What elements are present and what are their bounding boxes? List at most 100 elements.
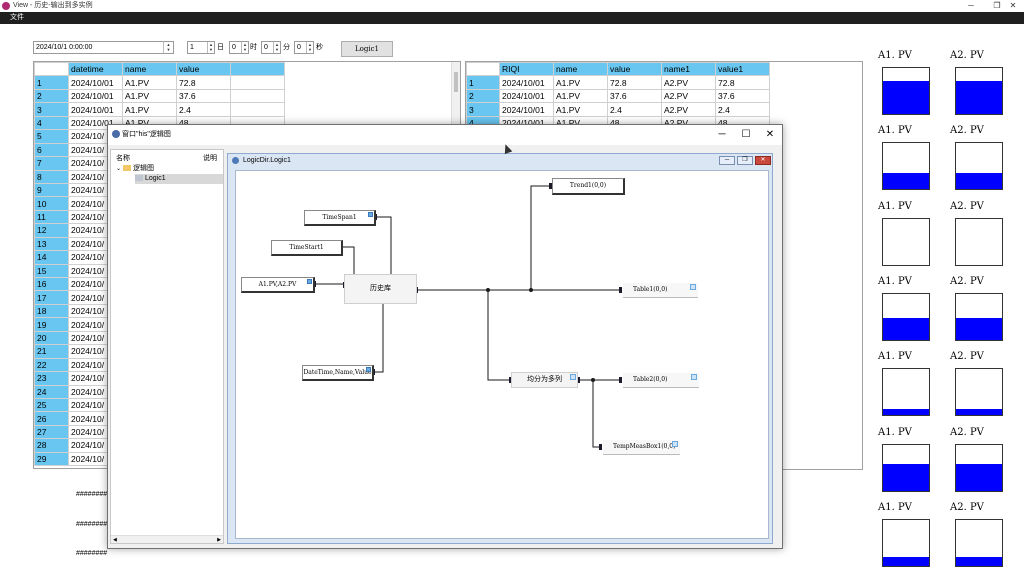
tag-icon bbox=[307, 279, 312, 284]
node-tempmeasbox[interactable]: TempMeasBox1(0,0) bbox=[603, 440, 680, 455]
editor-title-bar[interactable]: LogicDir.Logic1 ─ ❐ ✕ bbox=[228, 154, 772, 168]
node-tags[interactable]: A1.PV,A2.PV bbox=[241, 277, 315, 293]
level-gauge bbox=[955, 67, 1003, 115]
clock-icon bbox=[368, 212, 373, 217]
datetime-picker[interactable]: 2024/10/1 0:00:00 bbox=[33, 41, 174, 54]
dialog-title: 窗口"his"逻辑图 bbox=[122, 131, 171, 138]
minutes-stepper[interactable]: 0▲▼ bbox=[261, 41, 281, 54]
box-icon bbox=[672, 441, 678, 447]
minimize-icon[interactable]: ─ bbox=[968, 1, 974, 10]
editor-close-icon[interactable]: ✕ bbox=[755, 156, 771, 165]
node-history-label: 历史库 bbox=[370, 285, 391, 292]
row-number: 23 bbox=[34, 371, 69, 386]
col-header-value[interactable]: value bbox=[176, 62, 231, 77]
cell-value: 2.4 bbox=[176, 102, 231, 117]
row-number: 24 bbox=[34, 384, 69, 399]
dialog-close-icon[interactable]: ✕ bbox=[765, 129, 775, 140]
logic1-button[interactable]: Logic1 bbox=[341, 41, 393, 57]
row-number: 10 bbox=[34, 196, 69, 211]
row-number: 25 bbox=[34, 397, 69, 413]
dialog-maximize-icon[interactable]: ☐ bbox=[741, 129, 751, 140]
gauge-label: A1. PV bbox=[878, 125, 912, 136]
hash-cell: ######## bbox=[76, 491, 108, 498]
dialog-title-bar[interactable]: 窗口"his"逻辑图 ─ ☐ ✕ bbox=[108, 125, 782, 145]
gauge-label: A2. PV bbox=[950, 351, 984, 362]
menu-file[interactable]: 文件 bbox=[10, 14, 24, 21]
row-number: 1 bbox=[466, 75, 500, 90]
seconds-value: 0 bbox=[297, 44, 301, 51]
cell-name1: A2.PV bbox=[661, 88, 716, 104]
col-header-riqi[interactable]: RIQI bbox=[499, 62, 554, 77]
node-history[interactable]: 历史库 bbox=[344, 274, 417, 304]
tree-horizontal-scrollbar[interactable]: ◀▶ bbox=[111, 535, 223, 543]
editor-minimize-icon[interactable]: ─ bbox=[719, 156, 735, 165]
node-tempmeasbox-label: TempMeasBox1(0,0) bbox=[613, 443, 676, 450]
logic-canvas[interactable]: TimeSpan1 TimeStart1 A1.PV,A2.PV 历史库 Dat… bbox=[235, 170, 769, 539]
level-gauge bbox=[955, 293, 1003, 341]
minutes-value: 0 bbox=[264, 44, 268, 51]
window-title: View - 历史-输出到多实例 bbox=[13, 2, 93, 9]
node-trend[interactable]: Trend1(0,0) bbox=[552, 178, 625, 195]
row-number: 11 bbox=[34, 209, 69, 225]
gauge-label: A2. PV bbox=[950, 201, 984, 212]
hours-stepper[interactable]: 0▲▼ bbox=[229, 41, 249, 54]
logic-dialog: 窗口"his"逻辑图 ─ ☐ ✕ 名称 说明 ⌄ 逻辑图 Logic1 ◀▶ L… bbox=[107, 124, 783, 549]
col-header-value1[interactable]: value1 bbox=[715, 62, 770, 77]
node-timestart[interactable]: TimeStart1 bbox=[271, 240, 343, 256]
days-unit: 日 bbox=[217, 44, 224, 51]
row-number: 19 bbox=[34, 317, 69, 332]
level-gauge bbox=[882, 67, 930, 115]
cell-value1: 2.4 bbox=[715, 102, 770, 117]
node-trend-label: Trend1(0,0) bbox=[569, 182, 607, 189]
cell-name: A1.PV bbox=[122, 75, 177, 90]
node-fields-label: DateTime,Name,Value bbox=[303, 369, 372, 376]
row-number: 16 bbox=[34, 276, 69, 292]
tree-node-logic1[interactable]: Logic1 bbox=[135, 174, 223, 184]
datetime-spin-icon[interactable]: ▲▼ bbox=[163, 41, 174, 54]
node-fields[interactable]: DateTime,Name,Value bbox=[302, 365, 374, 381]
node-table1[interactable]: Table1(0,0) bbox=[623, 283, 698, 298]
close-icon[interactable]: ✕ bbox=[1009, 1, 1017, 10]
node-timespan[interactable]: TimeSpan1 bbox=[304, 210, 376, 226]
dialog-minimize-icon[interactable]: ─ bbox=[718, 129, 726, 140]
connection-wires bbox=[313, 183, 622, 450]
level-gauge bbox=[882, 142, 930, 190]
cell-value: 37.6 bbox=[607, 88, 662, 104]
row-number: 20 bbox=[34, 330, 69, 346]
diagram-icon bbox=[135, 175, 143, 182]
seconds-stepper[interactable]: 0▲▼ bbox=[294, 41, 314, 54]
col-header-name[interactable]: name bbox=[122, 62, 177, 77]
gauge-fill bbox=[883, 317, 929, 340]
cell-name1: A2.PV bbox=[661, 75, 716, 90]
hash-cell: ######## bbox=[76, 521, 108, 528]
editor-title: LogicDir.Logic1 bbox=[243, 157, 291, 164]
tree-header-name: 名称 bbox=[116, 155, 130, 162]
row-number: 18 bbox=[34, 303, 69, 319]
menu-bar: 文件 bbox=[0, 12, 1024, 24]
days-stepper[interactable]: 1▲▼ bbox=[187, 41, 215, 54]
row-number: 15 bbox=[34, 263, 69, 279]
editor-icon bbox=[232, 157, 239, 164]
editor-restore-icon[interactable]: ❐ bbox=[737, 156, 753, 165]
restore-icon[interactable]: ❐ bbox=[993, 1, 1001, 10]
tree-node-root[interactable]: ⌄ 逻辑图 bbox=[116, 164, 154, 174]
level-gauge bbox=[882, 519, 930, 567]
level-gauge bbox=[955, 444, 1003, 492]
title-bar: View - 历史-输出到多实例 ─ ❐ ✕ bbox=[0, 0, 1024, 12]
row-number: 14 bbox=[34, 250, 69, 265]
chevron-down-icon[interactable]: ⌄ bbox=[116, 166, 122, 172]
node-table2[interactable]: Table2(0,0) bbox=[623, 373, 699, 388]
col-header-datetime[interactable]: datetime bbox=[68, 62, 123, 77]
col-header-name1[interactable]: name1 bbox=[661, 62, 716, 77]
left-grid-corner bbox=[34, 62, 69, 77]
col-header-value[interactable]: value bbox=[607, 62, 662, 77]
node-split[interactable]: 均分为多列 bbox=[511, 372, 578, 388]
col-header-name[interactable]: name bbox=[553, 62, 608, 77]
